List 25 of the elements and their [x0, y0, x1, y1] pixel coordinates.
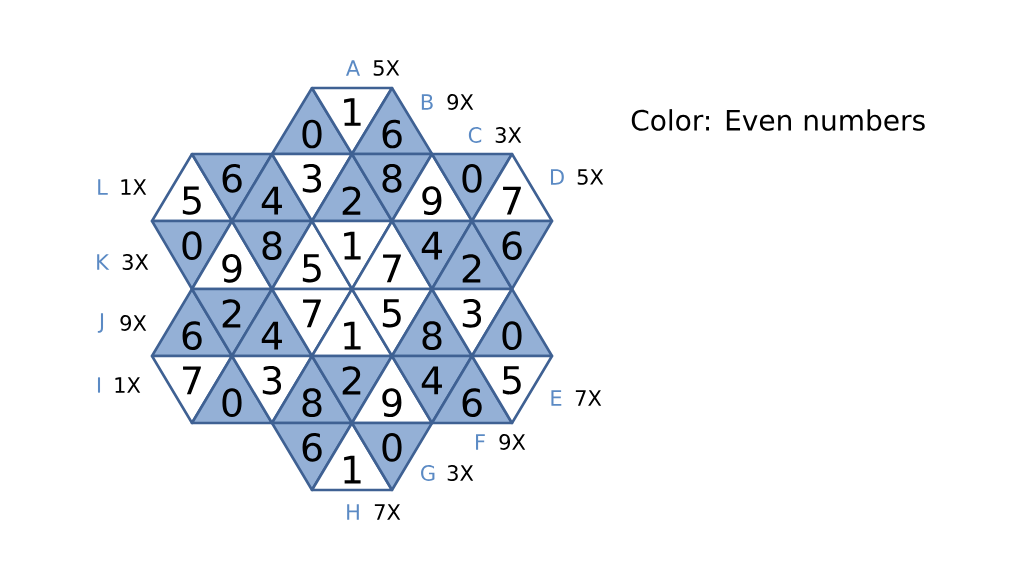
multiplier-label: 5X	[373, 60, 400, 76]
multiplier-label: 1X	[121, 179, 147, 195]
multiplier-label: 3X	[495, 127, 522, 143]
row-letter: G	[421, 465, 435, 481]
row-letter: E	[551, 390, 562, 406]
multiplier-label: 9X	[499, 434, 526, 450]
row-letter: B	[421, 94, 433, 110]
multiplier-label: 1X	[115, 377, 141, 393]
row-letter: F	[476, 434, 485, 450]
multiplier-label: 5X	[577, 169, 604, 185]
row-letter: H	[347, 504, 359, 520]
row-letter: D	[551, 169, 564, 185]
row-letter: C	[468, 127, 482, 143]
row-letter: A	[346, 60, 360, 76]
multiplier-label: 3X	[447, 465, 474, 481]
multiplier-label: 9X	[120, 315, 147, 331]
row-letter: J	[97, 313, 104, 333]
note-text: Color: Even numbers	[631, 109, 925, 131]
row-letter: I	[97, 377, 101, 393]
row-letter: K	[97, 254, 110, 270]
multiplier-label: 9X	[447, 94, 474, 110]
multiplier-label: 7X	[575, 390, 602, 406]
multiplier-label: 3X	[122, 254, 149, 270]
row-letter: L	[98, 179, 108, 195]
multiplier-label: 7X	[374, 504, 401, 520]
